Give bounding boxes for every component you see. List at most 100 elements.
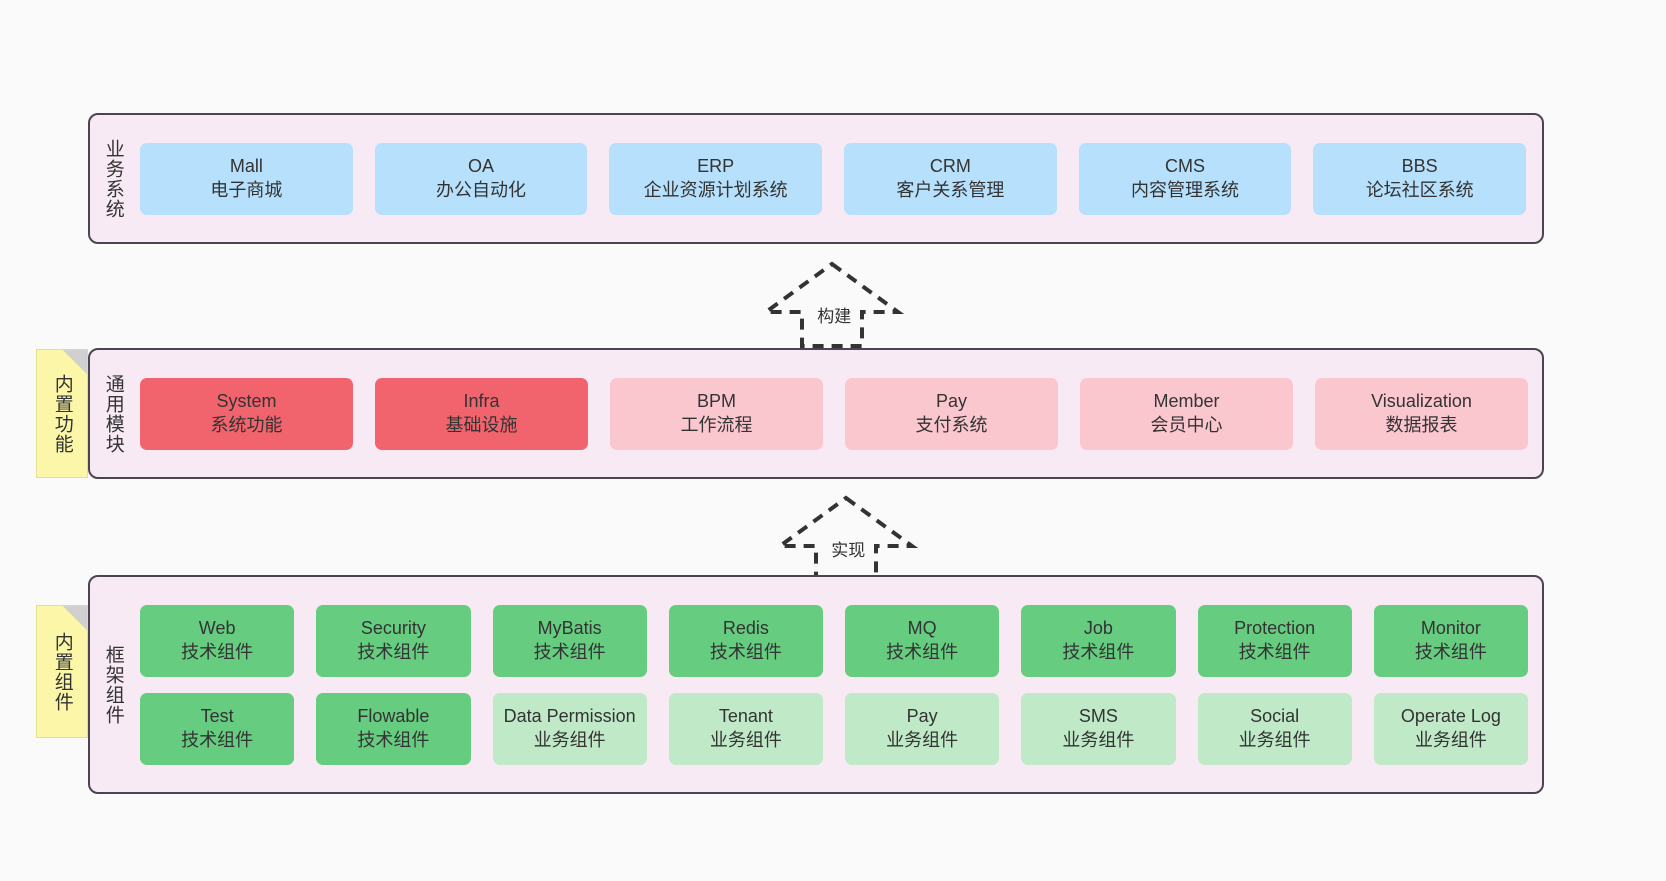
node-label-en: Protection	[1234, 618, 1316, 639]
layer-title-business-system: 业务系统	[102, 138, 124, 219]
node-data-permission[interactable]: Data Permission 业务组件	[492, 692, 647, 765]
node-label-cn: 业务组件	[533, 729, 606, 750]
node-mq[interactable]: MQ 技术组件	[845, 604, 1000, 677]
node-pay-module[interactable]: Pay 支付系统	[845, 377, 1058, 450]
node-mall[interactable]: Mall 电子商城	[140, 142, 353, 215]
node-label-en: Web	[198, 618, 236, 639]
node-label-en: MQ	[907, 618, 937, 639]
node-label-en: Member	[1153, 391, 1220, 412]
node-label-cn: 系统功能	[210, 414, 283, 435]
node-redis[interactable]: Redis 技术组件	[668, 604, 823, 677]
node-label-en: Security	[360, 618, 426, 639]
layer-body-business-system: Mall 电子商城 OA 办公自动化 ERP 企业资源计划系统 CRM 客户关系…	[136, 115, 1542, 242]
node-label-cn: 数据报表	[1385, 414, 1458, 435]
node-web[interactable]: Web 技术组件	[140, 604, 295, 677]
node-pay-component[interactable]: Pay 业务组件	[845, 692, 1000, 765]
node-label-en: BBS	[1401, 156, 1438, 177]
node-operate-log[interactable]: Operate Log 业务组件	[1373, 692, 1528, 765]
layer-business-system: 业务系统 Mall 电子商城 OA 办公自动化 ERP 企业资源计划系统 CRM…	[88, 113, 1544, 244]
layer-body-common-modules: System 系统功能 Infra 基础设施 BPM 工作流程 Pay 支付系统…	[136, 350, 1542, 477]
node-mybatis[interactable]: MyBatis 技术组件	[492, 604, 647, 677]
node-label-en: SMS	[1078, 706, 1118, 727]
node-system[interactable]: System 系统功能	[140, 377, 353, 450]
connector-implement: 实现	[772, 492, 920, 584]
node-label-en: MyBatis	[537, 618, 602, 639]
node-infra[interactable]: Infra 基础设施	[375, 377, 588, 450]
note-builtin-function: 内置功能	[36, 349, 88, 478]
node-security[interactable]: Security 技术组件	[316, 604, 471, 677]
node-tenant[interactable]: Tenant 业务组件	[668, 692, 823, 765]
layer-row: Web 技术组件 Security 技术组件 MyBatis 技术组件 Redi…	[140, 604, 1528, 677]
node-label-en: Job	[1083, 618, 1113, 639]
node-label-cn: 会员中心	[1150, 414, 1223, 435]
node-label-cn: 技术组件	[1238, 641, 1311, 662]
node-crm[interactable]: CRM 客户关系管理	[844, 142, 1057, 215]
node-label-cn: 业务组件	[886, 729, 959, 750]
node-member[interactable]: Member 会员中心	[1080, 377, 1293, 450]
node-label-cn: 技术组件	[357, 641, 430, 662]
layer-row: Test 技术组件 Flowable 技术组件 Data Permission …	[140, 692, 1528, 765]
node-label-en: CMS	[1165, 156, 1206, 177]
node-label-cn: 业务组件	[1238, 729, 1311, 750]
layer-title-framework-components: 框架组件	[102, 644, 124, 725]
node-sms[interactable]: SMS 业务组件	[1021, 692, 1176, 765]
node-label-en: Monitor	[1420, 618, 1481, 639]
node-bbs[interactable]: BBS 论坛社区系统	[1313, 142, 1527, 215]
node-test[interactable]: Test 技术组件	[140, 692, 295, 765]
node-label-en: Data Permission	[503, 706, 636, 727]
node-label-cn: 基础设施	[445, 414, 518, 435]
node-label-en: Operate Log	[1400, 706, 1501, 727]
note-builtin-component: 内置组件	[36, 605, 88, 738]
note-label: 内置组件	[51, 631, 73, 712]
node-label-cn: 支付系统	[915, 414, 988, 435]
node-label-cn: 业务组件	[1414, 729, 1487, 750]
node-label-cn: 内容管理系统	[1131, 179, 1240, 200]
layer-body-framework-components: Web 技术组件 Security 技术组件 MyBatis 技术组件 Redi…	[136, 577, 1542, 792]
node-flowable[interactable]: Flowable 技术组件	[316, 692, 471, 765]
node-label-en: ERP	[697, 156, 735, 177]
node-label-en: Social	[1250, 706, 1300, 727]
node-label-cn: 技术组件	[886, 641, 959, 662]
node-label-en: CRM	[929, 156, 971, 177]
node-label-cn: 业务组件	[1062, 729, 1135, 750]
node-erp[interactable]: ERP 企业资源计划系统	[609, 142, 823, 215]
layer-title-common-modules: 通用模块	[102, 373, 124, 454]
node-label-cn: 技术组件	[181, 641, 254, 662]
note-label: 内置功能	[51, 373, 73, 454]
node-label-en: Redis	[722, 618, 769, 639]
note-fold-corner-icon	[63, 350, 87, 374]
node-label-en: Visualization	[1371, 391, 1472, 412]
node-label-cn: 工作流程	[680, 414, 753, 435]
node-monitor[interactable]: Monitor 技术组件	[1373, 604, 1528, 677]
node-label-en: Pay	[935, 391, 968, 412]
node-label-cn: 技术组件	[181, 729, 254, 750]
node-job[interactable]: Job 技术组件	[1021, 604, 1176, 677]
node-label-en: Tenant	[718, 706, 773, 727]
node-label-cn: 办公自动化	[436, 179, 526, 200]
node-label-cn: 企业资源计划系统	[643, 179, 788, 200]
node-label-en: Mall	[229, 156, 263, 177]
node-visualization[interactable]: Visualization 数据报表	[1315, 377, 1528, 450]
node-bpm[interactable]: BPM 工作流程	[610, 377, 823, 450]
node-oa[interactable]: OA 办公自动化	[374, 142, 588, 215]
node-label-en: BPM	[696, 391, 736, 412]
dashed-up-arrow-icon	[759, 261, 905, 348]
node-social[interactable]: Social 业务组件	[1197, 692, 1352, 765]
node-label-en: OA	[468, 156, 495, 177]
node-label-cn: 技术组件	[1414, 641, 1487, 662]
node-label-cn: 业务组件	[709, 729, 782, 750]
node-label-cn: 技术组件	[357, 729, 430, 750]
layer-framework-components: 框架组件 Web 技术组件 Security 技术组件 MyBatis 技术组件…	[88, 575, 1544, 794]
node-cms[interactable]: CMS 内容管理系统	[1078, 142, 1292, 215]
node-label-en: Infra	[463, 391, 500, 412]
node-label-cn: 技术组件	[533, 641, 606, 662]
node-label-cn: 技术组件	[709, 641, 782, 662]
node-label-en: Pay	[906, 706, 938, 727]
node-protection[interactable]: Protection 技术组件	[1197, 604, 1352, 677]
node-label-en: System	[216, 391, 277, 412]
layer-row: Mall 电子商城 OA 办公自动化 ERP 企业资源计划系统 CRM 客户关系…	[140, 142, 1527, 215]
node-label-cn: 论坛社区系统	[1365, 179, 1474, 200]
layer-common-modules: 通用模块 System 系统功能 Infra 基础设施 BPM 工作流程 Pay…	[88, 348, 1544, 479]
node-label-cn: 电子商城	[210, 179, 283, 200]
